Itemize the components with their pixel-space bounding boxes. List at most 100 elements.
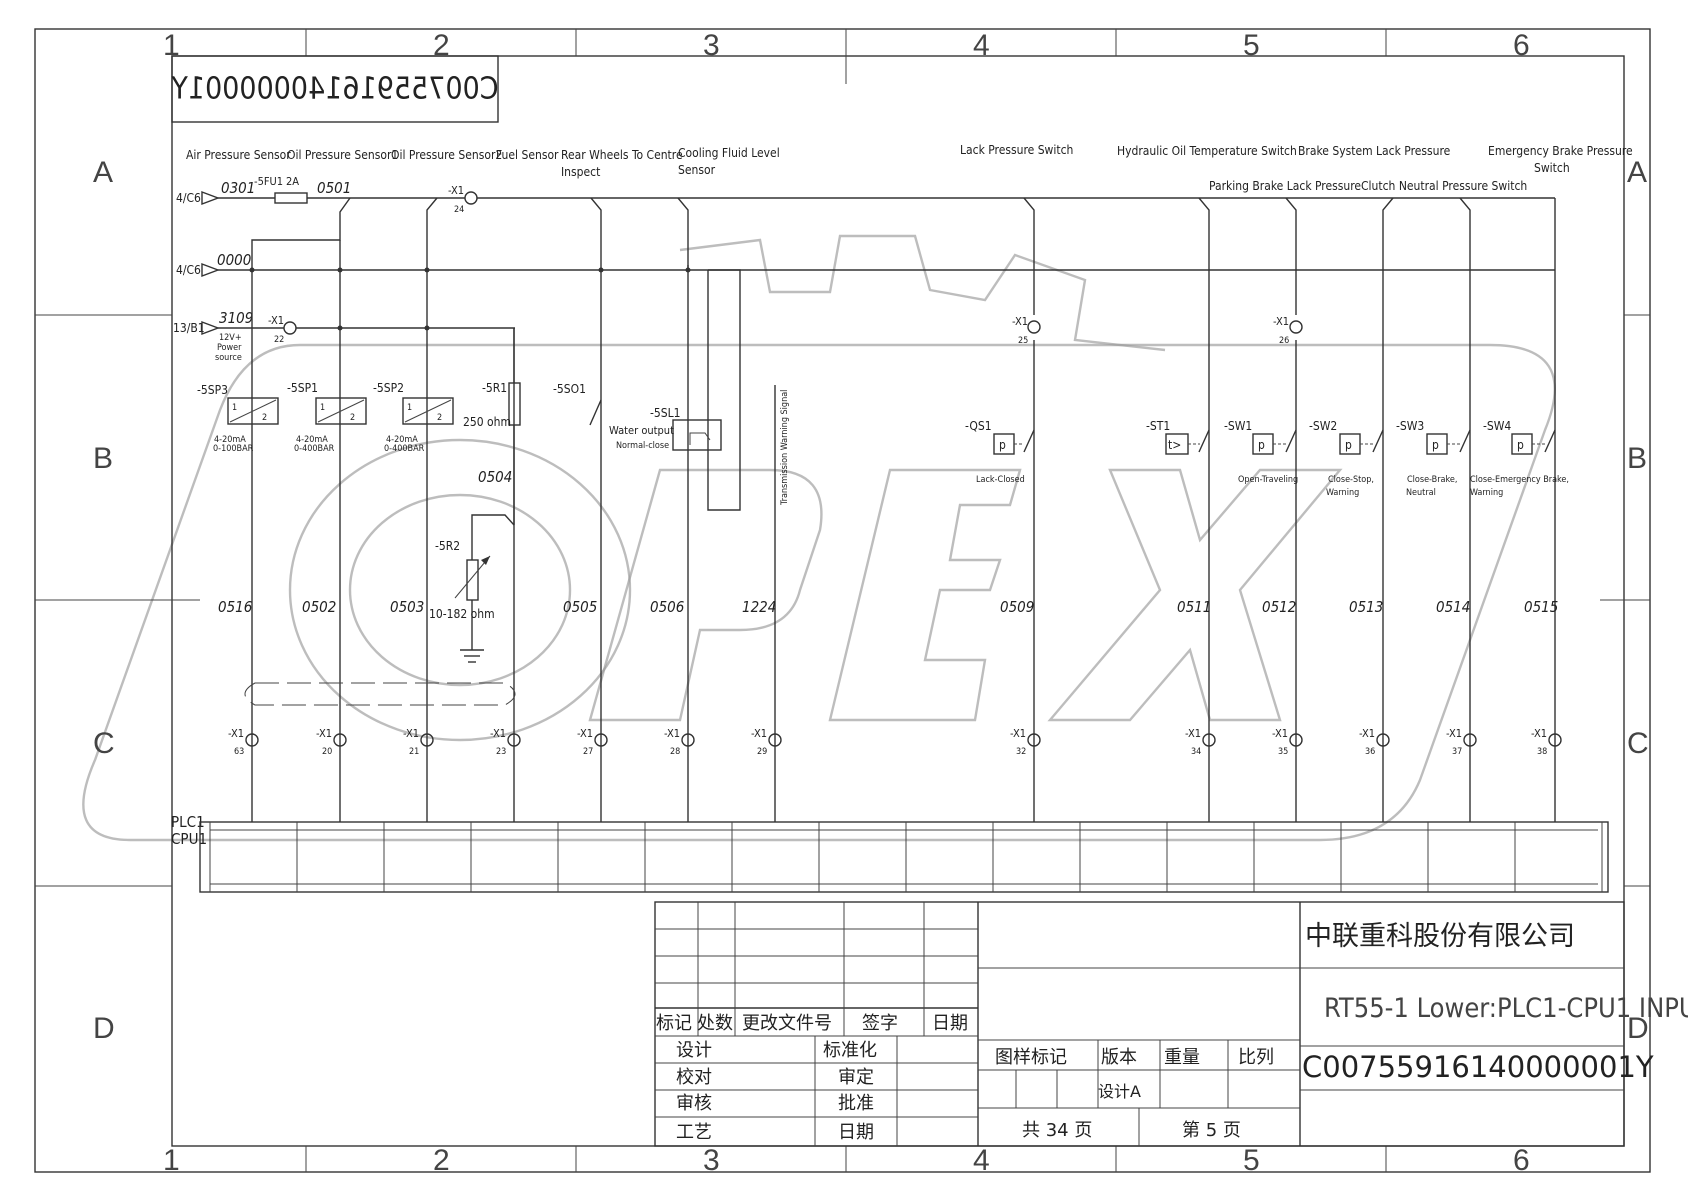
terminal-x1-22 [283,321,297,335]
terminal-label: -X1 [1010,727,1026,740]
terminal-number: 34 [1191,747,1201,757]
sl1-state: Normal-close [616,441,669,451]
row-label-left: C [93,727,115,760]
tb-review: 审定 [838,1067,874,1088]
header-rear-wheels-2: Inspect [561,165,600,179]
terminal-label: -X1 [577,727,593,740]
net-label: 0509 [1000,598,1034,616]
col-label-top: 6 [1513,29,1530,62]
switch-so1: -5SO1 [553,382,602,426]
header-brake-system: Brake System Lack Pressure [1298,144,1451,158]
terminal-circle [681,733,695,747]
row-label-right: D [1627,1012,1649,1045]
wires [249,197,1556,822]
resistor-r1: -5R1 250 ohm 0504 [463,328,521,560]
sp2-spec-1: 4-20mA [386,435,418,445]
col-label-top: 4 [973,29,990,62]
cpu-label: CPU1 [171,830,207,848]
terminal-label: -X1 [1185,727,1201,740]
sp1-spec-1: 4-20mA [296,435,328,445]
terminal-number: 36 [1365,747,1375,757]
rev-h-mark: 标记 [656,1013,692,1034]
terminal-circle [1548,733,1562,747]
plc-label: PLC1 [171,813,205,831]
top-term-2-num: 25 [1018,336,1028,346]
fuse-symbol [274,192,308,204]
tb-date: 日期 [838,1122,874,1143]
top-term-1-num: 22 [274,335,284,345]
col-label-top: 5 [1243,29,1260,62]
net-label: 0506 [650,598,684,616]
row-label-right: B [1627,442,1647,475]
rev-h-date: 日期 [932,1013,968,1034]
r2-tag: -5R2 [435,539,460,553]
header-oil-pressure-sensor1: Oil Pressure Sensor1 [287,148,398,162]
terminal-circle [507,733,521,747]
fuse-rating: 2A [286,175,299,188]
terminal-label: -X1 [664,727,680,740]
net-label: 0513 [1349,598,1383,616]
rail3-num: 3109 [219,309,253,327]
terminal-label: -X1 [316,727,332,740]
rail2-ref: 4/C6 [176,263,201,277]
terminal-x1-25 [1027,320,1041,334]
terminal-number: 63 [234,747,244,757]
rail1-ref: 4/C6 [176,191,201,205]
header-oil-pressure-sensor2: Oil Pressure Sensor2 [391,148,502,162]
sp3-tag: -5SP3 [197,383,228,397]
header-air-pressure-sensor: Air Pressure Sensor [186,148,291,162]
sw4-tag: -SW4 [1483,419,1511,433]
terminal-label: -X1 [228,727,244,740]
sw2-tag: -SW2 [1309,419,1337,433]
net-0504: 0504 [478,468,512,486]
pressure-sensor-sp3: -5SP3 12 4-20mA 0-100BAR [197,383,279,454]
terminal-label: -X1 [1272,727,1288,740]
svg-text:p: p [1345,438,1352,452]
watermark-logo [82,234,1556,842]
header-cooling-fluid-1: Cooling Fluid Level [678,146,780,160]
header-hydraulic-oil: Hydraulic Oil Temperature Switch [1117,144,1297,158]
tb-mark: 图样标记 [995,1047,1067,1068]
qs1-desc: Lack-Closed [976,475,1025,485]
rail1-out: 0501 [317,179,351,197]
terminal-label: -X1 [1359,727,1375,740]
svg-text:1: 1 [320,403,325,413]
header-cooling-fluid-2: Sensor [678,163,716,177]
tb-standardize: 标准化 [823,1040,877,1061]
rail3-note-3: source [215,353,242,363]
col-label-bottom: 4 [973,1144,990,1177]
title-block: 标记 处数 更改文件号 签字 日期 设计 标准化 校对 审定 审核 批准 工艺 … [654,901,1688,1147]
sw3-tag: -SW3 [1396,419,1424,433]
column-headers: Air Pressure Sensor Oil Pressure Sensor1… [186,143,1633,193]
sw4-desc-2: Warning [1470,488,1503,498]
terminal-number: 37 [1452,747,1462,757]
net-label: 0516 [218,598,252,616]
tb-approve: 批准 [838,1093,874,1114]
terminal-label: -X1 [490,727,506,740]
sl1-tag: -5SL1 [650,406,681,420]
header-clutch-neutral: Clutch Neutral Pressure Switch [1361,179,1527,193]
tb-version-value: 设计A [1098,1082,1141,1101]
terminal-number: 38 [1537,747,1547,757]
col-label-top: 2 [433,29,450,62]
cable-shield [244,682,516,706]
terminal-number: 32 [1016,747,1026,757]
terminal-number: 35 [1278,747,1288,757]
svg-text:t>: t> [1168,438,1181,452]
pressure-sensor-sp2: -5SP2 12 4-20mA 0-400BAR [373,381,454,454]
top-term-0-label: -X1 [448,184,464,197]
resistor-r2: -5R2 10-182 ohm [429,539,495,663]
sp1-spec-2: 0-400BAR [294,444,335,454]
pressure-switch-sw3: -SW3 p Close-Brake, Neutral [1396,419,1471,498]
sw2-desc-2: Warning [1326,488,1359,498]
row-label-left: D [93,1012,115,1045]
top-term-1-label: -X1 [268,314,284,327]
bottom-terminals: -X163-X120-X121-X123-X127-X128-X129-X132… [228,727,1562,757]
tb-drawing-number: C00755916140000001Y [1302,1050,1654,1084]
col-label-top: 3 [703,29,720,62]
terminal-number: 29 [757,747,767,757]
header-emergency-brake-2: Switch [1534,161,1570,175]
